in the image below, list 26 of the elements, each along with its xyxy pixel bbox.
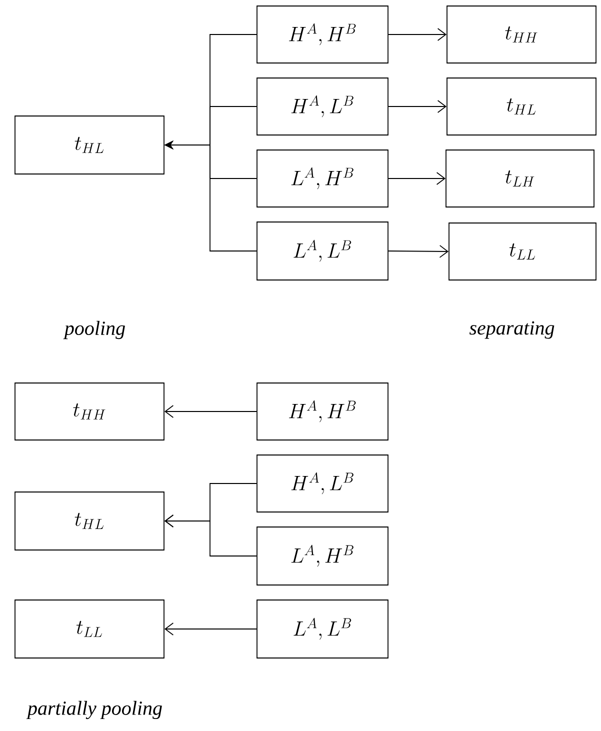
box: $t_{HL}$ — [446, 78, 596, 136]
box: $t_{LL}$ — [14, 600, 164, 658]
box: $t_{LH}$ — [446, 150, 594, 208]
box: $H^{A},H^{B}$ — [256, 382, 388, 440]
box: $L^{A},L^{B}$ — [256, 600, 388, 658]
box: $t_{HL}$ — [14, 116, 164, 174]
box: $H^{A},L^{B}$ — [256, 78, 388, 136]
box: $L^{A},L^{B}$ — [256, 222, 388, 280]
arrow — [164, 622, 257, 636]
box: $t_{HL}$ — [14, 492, 164, 550]
arrow — [388, 100, 447, 113]
arrow — [164, 405, 257, 418]
arrow — [388, 172, 446, 185]
box: $L^{A},H^{B}$ — [256, 526, 388, 586]
box: $H^{A},H^{B}$ — [256, 6, 388, 64]
label: pooling — [63, 320, 125, 340]
label: separating — [469, 321, 554, 339]
box: $H^{A},L^{B}$ — [256, 454, 388, 512]
box: $t_{LL}$ — [448, 222, 596, 280]
arrow — [164, 514, 257, 556]
arrow — [388, 28, 447, 41]
box: $t_{HH}$ — [446, 6, 596, 64]
label: partially pooling — [26, 700, 162, 720]
box: $t_{HH}$ — [14, 382, 164, 440]
box: $L^{A},H^{B}$ — [256, 150, 388, 208]
arrow — [388, 244, 449, 258]
